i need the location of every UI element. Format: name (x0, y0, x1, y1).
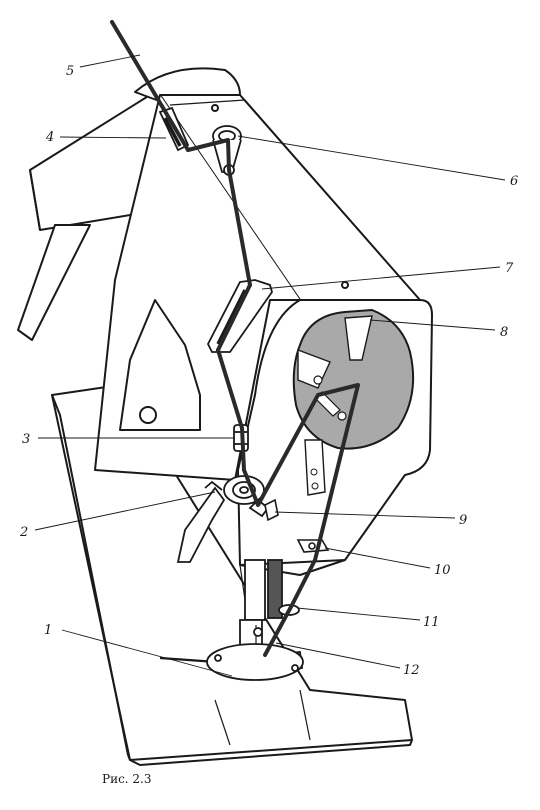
callout-5: 5 (66, 64, 74, 79)
face-plate (292, 308, 415, 496)
thread-path (110, 20, 360, 657)
figure-caption: Рис. 2.3 (102, 772, 152, 786)
callout-10: 10 (434, 563, 451, 578)
callout-1: 1 (44, 623, 52, 638)
callout-2: 2 (19, 525, 28, 540)
callout-9: 9 (459, 513, 467, 528)
needle-plate (159, 643, 304, 681)
callout-4: 4 (45, 130, 54, 145)
callout-6: 6 (510, 174, 518, 189)
callout-labels: 1 2 3 4 5 6 7 8 9 10 11 12 (19, 64, 518, 678)
spool-bracket (17, 94, 166, 341)
leader-lines (34, 54, 506, 677)
callout-7: 7 (505, 261, 514, 276)
callout-11: 11 (423, 615, 440, 630)
callout-8: 8 (500, 325, 508, 340)
callout-12: 12 (403, 663, 420, 678)
callout-3: 3 (22, 432, 30, 447)
tension-regulator (176, 424, 270, 563)
